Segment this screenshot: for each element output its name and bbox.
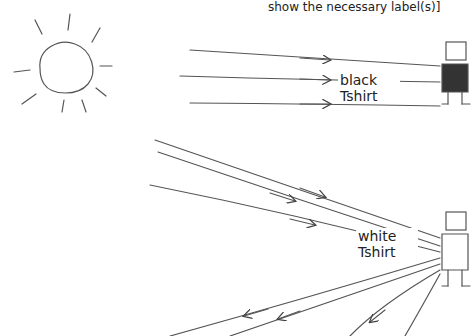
reflected-rays xyxy=(170,258,440,336)
person-black-shirt xyxy=(442,42,470,104)
shirt-label: black Tshirt xyxy=(338,72,400,104)
absorbed-rays xyxy=(180,50,440,106)
instruction-text: show the necessary label(s)] xyxy=(266,1,470,15)
person-white-shirt xyxy=(442,212,470,286)
shirt-label: white Tshirt xyxy=(356,228,418,260)
sun xyxy=(14,14,112,112)
